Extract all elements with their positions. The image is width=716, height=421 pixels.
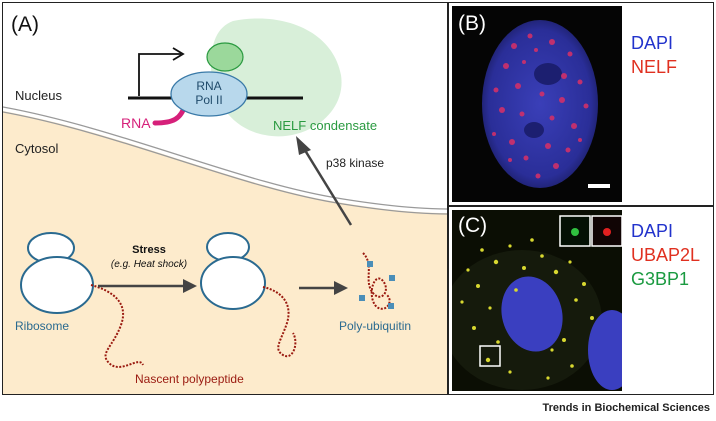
legend-dapi-c: DAPI xyxy=(631,221,674,241)
nelf-protein xyxy=(206,42,244,72)
ribosome-large-subunit xyxy=(20,256,94,314)
rna-pol-ii xyxy=(170,71,248,117)
nelf-micrograph: (B) xyxy=(452,6,622,202)
panel-a-label: (A) xyxy=(11,13,39,36)
stress-granule-micrograph: (C) xyxy=(452,210,622,391)
stress-granule-image xyxy=(452,210,622,391)
inset-green-spot xyxy=(571,228,579,236)
scale-bar xyxy=(588,184,610,188)
cytosol-label: Cytosol xyxy=(15,141,58,156)
nelf-micrograph-image xyxy=(482,20,610,188)
nucleus-dapi-1 xyxy=(501,276,563,352)
ubiquitin-tag-1 xyxy=(367,261,373,267)
panel-b-legend: DAPI NELF xyxy=(631,31,677,79)
promoter-arrow-head xyxy=(172,47,185,61)
ubiquitin-tag-2 xyxy=(389,275,395,281)
ubiquitin-tag-4 xyxy=(388,303,394,309)
nucleus-dapi-2 xyxy=(588,310,622,390)
kinase-arrow-head xyxy=(296,136,311,155)
ubiquitin-tag-3 xyxy=(359,295,365,301)
journal-credit: Trends in Biochemical Sciences xyxy=(542,402,710,414)
ubiquitinated-peptide xyxy=(362,252,391,310)
panel-a-diagram: RNA Pol II RNA NELF condensate Nucleus C… xyxy=(3,18,447,394)
panel-c-label: (C) xyxy=(458,214,488,237)
ribosome-large-subunit-2 xyxy=(200,256,266,310)
pol-ii-label-line2: Pol II xyxy=(195,93,222,107)
panel-b-label: (B) xyxy=(458,12,486,35)
polypeptide-label: Nascent polypeptide xyxy=(135,372,244,386)
kinase-label: p38 kinase xyxy=(326,156,384,170)
panel-c: (C) DAPI UBAP2L G3BP1 xyxy=(448,206,714,395)
stress-arrow-head xyxy=(183,279,197,293)
ribosome-label: Ribosome xyxy=(15,319,69,333)
rna-label: RNA xyxy=(121,115,151,131)
legend-g3bp1: G3BP1 xyxy=(631,269,690,289)
stress-example: (e.g. Heat shock) xyxy=(111,259,187,270)
condensate-label: NELF condensate xyxy=(273,118,377,133)
polypeptide-2 xyxy=(262,286,297,358)
ubiquitin-arrow-head xyxy=(334,281,348,295)
nelf-puncta xyxy=(492,33,589,179)
polypeptide-1 xyxy=(90,284,144,368)
panel-a: RNA Pol II RNA NELF condensate Nucleus C… xyxy=(2,2,448,395)
zoom-box xyxy=(479,345,501,367)
nucleus-dapi xyxy=(482,20,598,188)
nucleolus xyxy=(534,63,562,85)
ubiquitin-label: Poly-ubiquitin xyxy=(339,319,411,333)
legend-nelf: NELF xyxy=(631,57,678,77)
pol-ii-label-line1: RNA xyxy=(196,79,221,93)
panel-c-legend: DAPI UBAP2L G3BP1 xyxy=(631,219,700,291)
stress-granules xyxy=(460,238,594,380)
legend-dapi: DAPI xyxy=(631,33,674,53)
kinase-arrow-shaft xyxy=(301,146,353,226)
nucleolus-2 xyxy=(524,122,544,138)
nucleus-label: Nucleus xyxy=(15,88,62,103)
nuclear-envelope-inner xyxy=(3,111,447,215)
promoter-arrow xyxy=(138,53,181,96)
stress-label: Stress xyxy=(132,244,166,256)
inset-red-spot xyxy=(603,228,611,236)
legend-ubap2l: UBAP2L xyxy=(631,245,701,265)
panel-b: (B) DAPI NELF xyxy=(448,2,714,206)
nelf-condensate xyxy=(211,18,342,137)
nuclear-envelope-outer xyxy=(3,106,447,210)
